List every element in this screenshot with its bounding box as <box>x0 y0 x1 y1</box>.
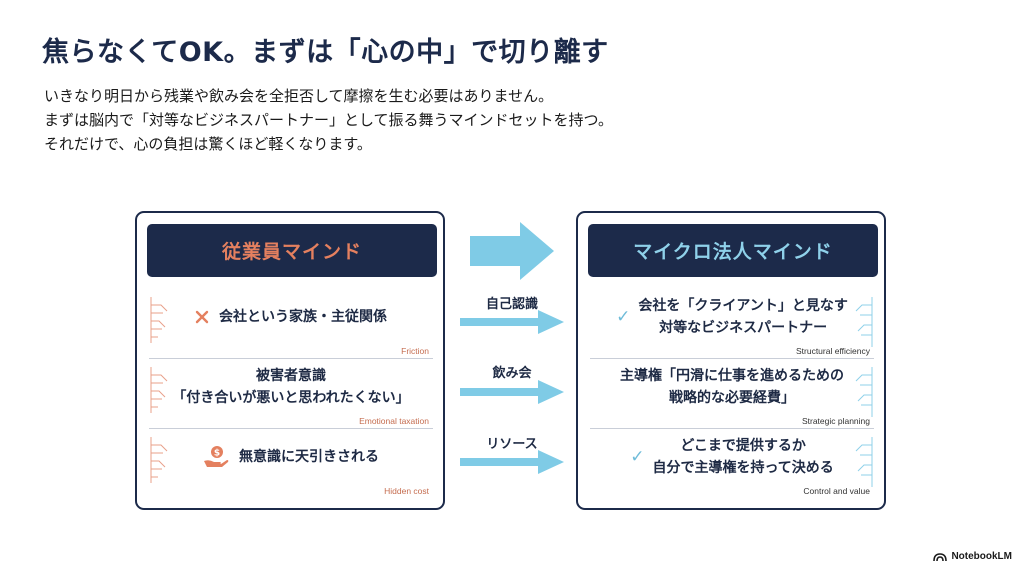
divider <box>149 358 433 359</box>
brand-badge: NotebookLM <box>933 551 1012 562</box>
list-item: ✓ どこまで提供するか 自分で主導権を持って決める Control and va… <box>590 431 874 497</box>
divider <box>590 358 874 359</box>
lines-decoration-icon <box>855 297 873 347</box>
row-text: 戦略的な必要経費」 <box>669 390 795 406</box>
subtitle-line: いきなり明日から残業や飲み会を全拒否して摩擦を生む必要はありません。 <box>44 87 554 105</box>
list-item: 主導権「円滑に仕事を進めるための 戦略的な必要経費」 Strategic pla… <box>590 361 874 429</box>
middle-label: 飲み会 <box>492 366 532 381</box>
arrow-right-icon <box>460 310 564 334</box>
row-text: 会社を「クライアント」と見なす <box>638 298 848 314</box>
row-text: 被害者意識 <box>256 368 326 384</box>
hand-coin-icon: $ <box>203 445 229 469</box>
row-text: 対等なビジネスパートナー <box>659 320 828 336</box>
divider <box>149 428 433 429</box>
panel-header-employee: 従業員マインド <box>147 224 437 277</box>
check-icon: ✓ <box>630 447 645 467</box>
subtitle-line: それだけで、心の負担は驚くほど軽くなります。 <box>44 135 372 153</box>
lines-decoration-icon <box>150 297 168 343</box>
list-item: 会社という家族・主従関係 Friction <box>149 291 433 359</box>
row-text: 自分で主導権を持って決める <box>652 460 834 476</box>
row-caption: Structural efficiency <box>795 346 870 356</box>
lines-decoration-icon <box>855 437 873 487</box>
row-text: どこまで提供するか <box>680 438 806 454</box>
notebooklm-logo-icon <box>933 552 948 561</box>
middle-label: リソース <box>486 437 538 452</box>
lines-decoration-icon <box>150 367 168 413</box>
row-text: 無意識に天引きされる <box>239 449 379 465</box>
row-text: 会社という家族・主従関係 <box>219 309 387 325</box>
employee-mind-panel: 従業員マインド 会社という家族・主従関係 Friction <box>135 211 445 510</box>
arrow-right-icon <box>460 450 564 474</box>
row-text: 主導権「円滑に仕事を進めるための <box>620 368 844 384</box>
subtitle: いきなり明日から残業や飲み会を全拒否して摩擦を生む必要はありません。 まずは脳内… <box>44 84 704 156</box>
subtitle-line: まずは脳内で「対等なビジネスパートナー」として振る舞うマインドセットを持つ。 <box>44 111 613 129</box>
check-icon: ✓ <box>616 307 631 327</box>
row-caption: Friction <box>401 346 429 356</box>
big-arrow-icon <box>470 222 554 280</box>
micro-corp-mind-panel: マイクロ法人マインド ✓ 会社を「クライアント」と見なす 対等なビジネスパートナ… <box>576 211 886 510</box>
lines-decoration-icon <box>150 437 168 483</box>
list-item: 被害者意識 「付き合いが悪いと思われたくない」 Emotional taxati… <box>149 361 433 429</box>
list-item: ✓ 会社を「クライアント」と見なす 対等なビジネスパートナー Structura… <box>590 291 874 359</box>
middle-label: 自己認識 <box>485 297 538 312</box>
arrow-right-icon <box>460 380 564 404</box>
lines-decoration-icon <box>855 367 873 417</box>
row-caption: Control and value <box>803 486 870 496</box>
list-item: $ 無意識に天引きされる Hidden cost <box>149 431 433 497</box>
brand-name: NotebookLM <box>951 551 1012 562</box>
row-caption: Emotional taxation <box>359 416 429 426</box>
svg-text:$: $ <box>214 449 220 459</box>
x-mark-icon <box>195 310 209 324</box>
row-caption: Strategic planning <box>801 416 870 426</box>
row-text: 「付き合いが悪いと思われたくない」 <box>172 390 410 406</box>
page-title: 焦らなくてOK。まずは「心の中」で切り離す <box>42 37 609 68</box>
panel-header-micro-corp: マイクロ法人マインド <box>588 224 878 277</box>
row-caption: Hidden cost <box>384 486 429 496</box>
divider <box>590 428 874 429</box>
